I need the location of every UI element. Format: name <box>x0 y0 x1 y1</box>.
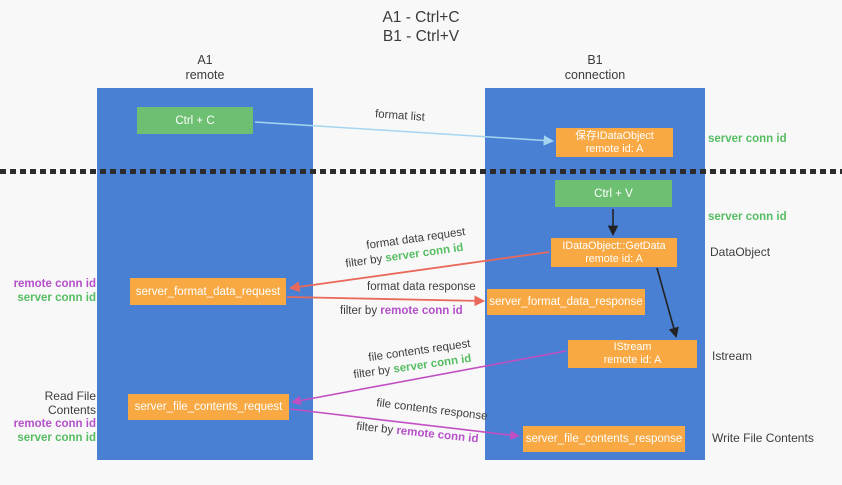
read-file-contents-label: Read File Contents <box>44 389 96 417</box>
file-contents-response-label: file contents response <box>375 397 489 423</box>
filter-by-text: filter by <box>344 253 384 271</box>
server-format-data-request-node: server_format_data_request <box>130 278 286 305</box>
dataobject-side-label: DataObject <box>710 245 771 259</box>
remote-conn-id-key: remote conn id <box>395 424 480 446</box>
server-file-contents-request-node: server_file_contents_request <box>128 394 289 420</box>
server-conn-id-side-label-top: server conn id <box>708 133 787 145</box>
istream-node: IStream remote id: A <box>568 340 697 368</box>
save-dataobject-node: 保存IDataObject remote id: A <box>556 128 673 157</box>
format-list-label: format list <box>374 108 426 124</box>
server-conn-id-side-label-mid: server conn id <box>708 211 787 223</box>
server-conn-id-label: server conn id <box>17 292 96 304</box>
format-data-response-arrow <box>286 295 486 307</box>
lane-a1-name: A1 <box>197 53 213 67</box>
ctrl-v-node: Ctrl + V <box>555 180 672 207</box>
server-file-contents-response-node: server_file_contents_response <box>523 426 685 452</box>
format-data-response-filter-label: filter by remote conn id <box>340 305 463 317</box>
title-line-2: B1 - Ctrl+V <box>382 28 460 45</box>
format-data-response-label: format data response <box>367 281 476 293</box>
conn-id-block-top-left: remote conn id server conn id <box>0 277 96 305</box>
dotted-divider <box>0 169 842 174</box>
save-dataobject-line1: 保存IDataObject <box>575 129 654 142</box>
server-conn-id-label: server conn id <box>17 432 96 444</box>
lane-a1-role: remote <box>185 68 225 82</box>
remote-conn-id-label: remote conn id <box>13 278 96 290</box>
istream-line1: IStream <box>613 341 652 353</box>
write-file-contents-label: Write File Contents <box>712 431 814 445</box>
lane-b1-name: B1 <box>587 53 603 67</box>
istream-line2: remote id: A <box>603 354 662 366</box>
file-contents-response-filter-label: filter by remote conn id <box>356 421 479 446</box>
lane-header-a1: A1 remote <box>97 53 313 83</box>
lane-b1-role: connection <box>564 68 626 82</box>
lane-header-b1: B1 connection <box>485 53 705 83</box>
read-file-contents-block: Read File Contents remote conn id server… <box>0 389 96 445</box>
filter-by-text: filter by <box>340 305 378 317</box>
save-dataobject-line2: remote id: A <box>585 142 644 155</box>
diagram-title: A1 - Ctrl+C B1 - Ctrl+V <box>0 8 842 46</box>
getdata-line2: remote id: A <box>585 252 643 265</box>
istream-side-label: Istream <box>712 349 753 363</box>
ctrl-c-node: Ctrl + C <box>137 107 253 134</box>
server-format-data-response-node: server_format_data_response <box>487 289 645 315</box>
filter-by-text: filter by <box>355 420 394 437</box>
remote-conn-id-key: remote conn id <box>380 305 463 317</box>
getdata-line1: IDataObject::GetData <box>562 239 666 252</box>
title-line-1: A1 - Ctrl+C <box>382 9 460 26</box>
getdata-node: IDataObject::GetData remote id: A <box>551 238 677 267</box>
filter-by-text: filter by <box>352 364 392 382</box>
remote-conn-id-label: remote conn id <box>13 418 96 430</box>
